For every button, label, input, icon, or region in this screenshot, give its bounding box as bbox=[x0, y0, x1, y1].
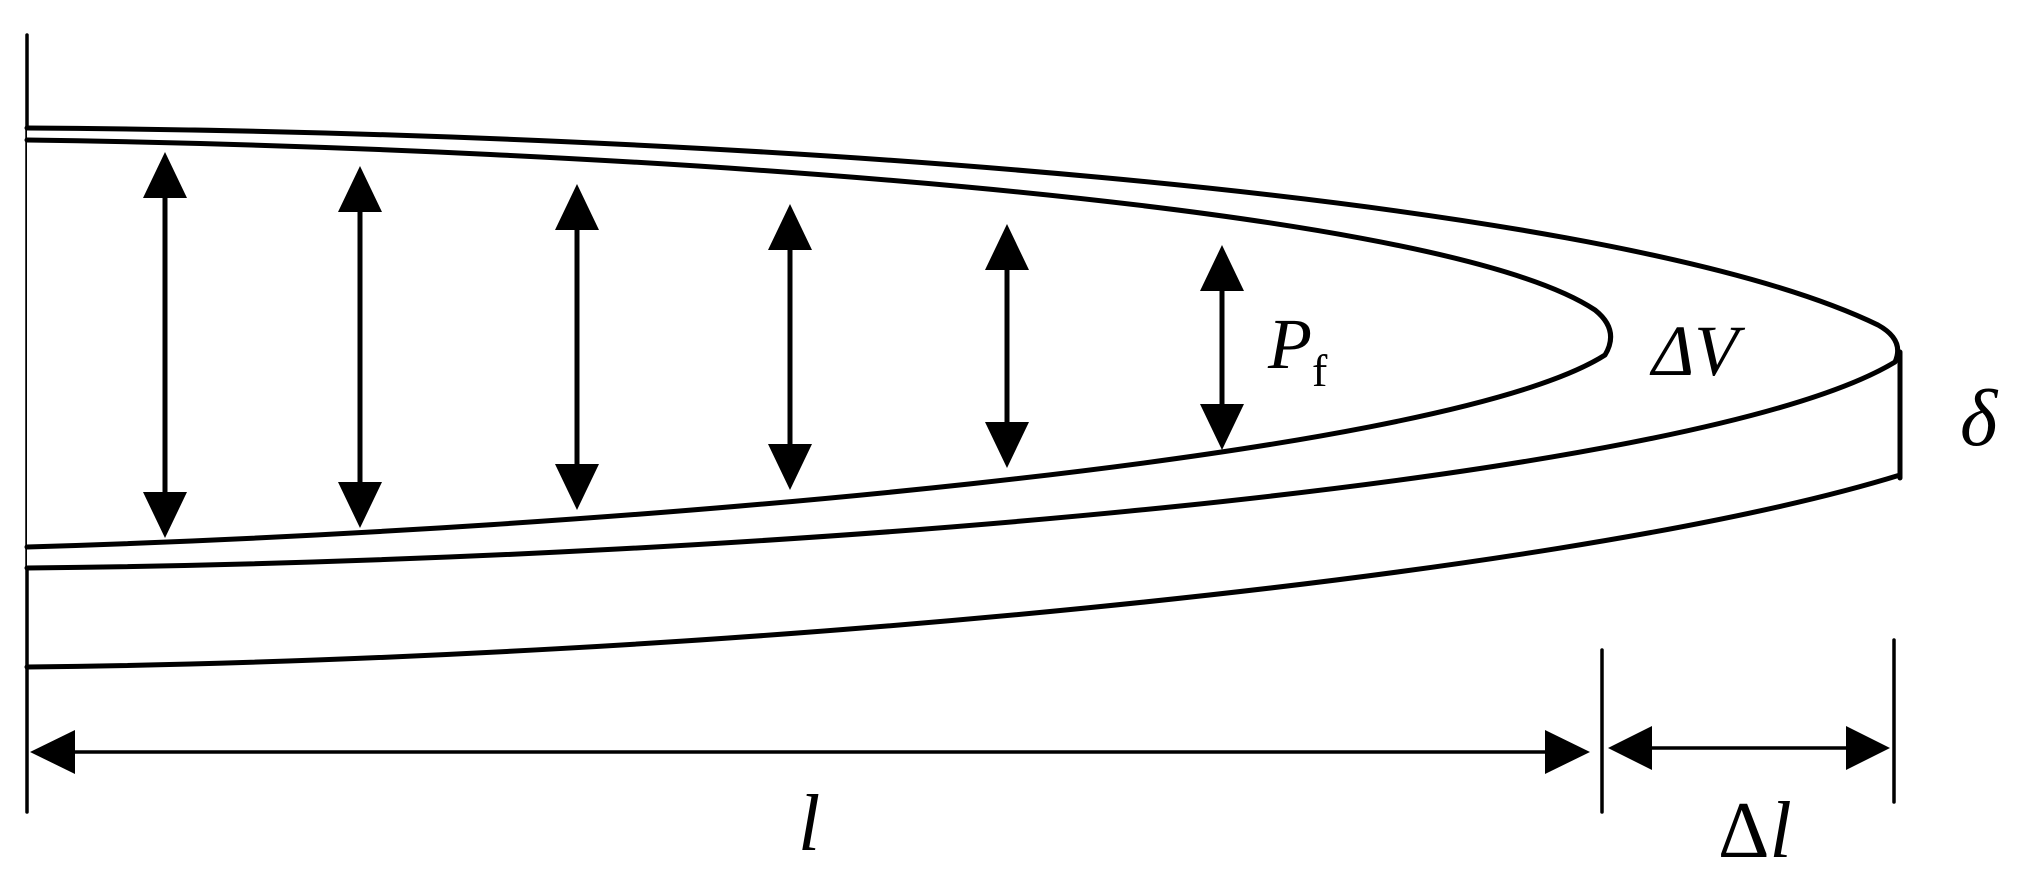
pressure-arrow bbox=[1200, 245, 1244, 450]
length-dimension bbox=[30, 730, 1590, 774]
length-change-arrowhead-left bbox=[1608, 726, 1652, 770]
pressure-arrow bbox=[768, 204, 812, 490]
inner-fluid-boundary bbox=[24, 137, 1614, 550]
length-change-var: l bbox=[1769, 787, 1791, 875]
pressure-arrowhead-up bbox=[555, 184, 599, 230]
pressure-arrowhead-down bbox=[768, 444, 812, 490]
pressure-arrow bbox=[985, 224, 1029, 468]
pressure-arrowhead-up bbox=[338, 166, 382, 212]
length-change-arrowhead-right bbox=[1846, 726, 1890, 770]
pressure-label: Pf bbox=[1267, 304, 1328, 396]
pressure-symbol: P bbox=[1267, 304, 1312, 384]
pressure-arrowhead-up bbox=[985, 224, 1029, 270]
pressure-arrowhead-down bbox=[338, 482, 382, 528]
pressure-arrows bbox=[143, 152, 1244, 538]
outer-fracture-bottom-face bbox=[24, 352, 1903, 670]
pressure-arrowhead-down bbox=[555, 464, 599, 510]
pressure-arrow bbox=[555, 184, 599, 510]
pressure-arrowhead-up bbox=[143, 152, 187, 198]
volume-change-label: ΔV bbox=[1649, 311, 1745, 391]
length-change-delta: Δ bbox=[1718, 787, 1769, 875]
pressure-subscript: f bbox=[1312, 345, 1328, 396]
pressure-arrowhead-up bbox=[1200, 245, 1244, 291]
length-arrowhead-right bbox=[1545, 730, 1590, 774]
length-change-label: Δl bbox=[1718, 787, 1792, 875]
thickness-label: δ bbox=[1960, 375, 1999, 463]
pressure-arrowhead-down bbox=[985, 422, 1029, 468]
pressure-arrowhead-down bbox=[1200, 404, 1244, 450]
pressure-arrow bbox=[143, 152, 187, 538]
pressure-arrowhead-up bbox=[768, 204, 812, 250]
length-change-dimension bbox=[1608, 726, 1890, 770]
length-label: l bbox=[798, 780, 820, 868]
pressure-arrow bbox=[338, 166, 382, 528]
pressure-arrowhead-down bbox=[143, 492, 187, 538]
length-arrowhead-left bbox=[30, 730, 75, 774]
